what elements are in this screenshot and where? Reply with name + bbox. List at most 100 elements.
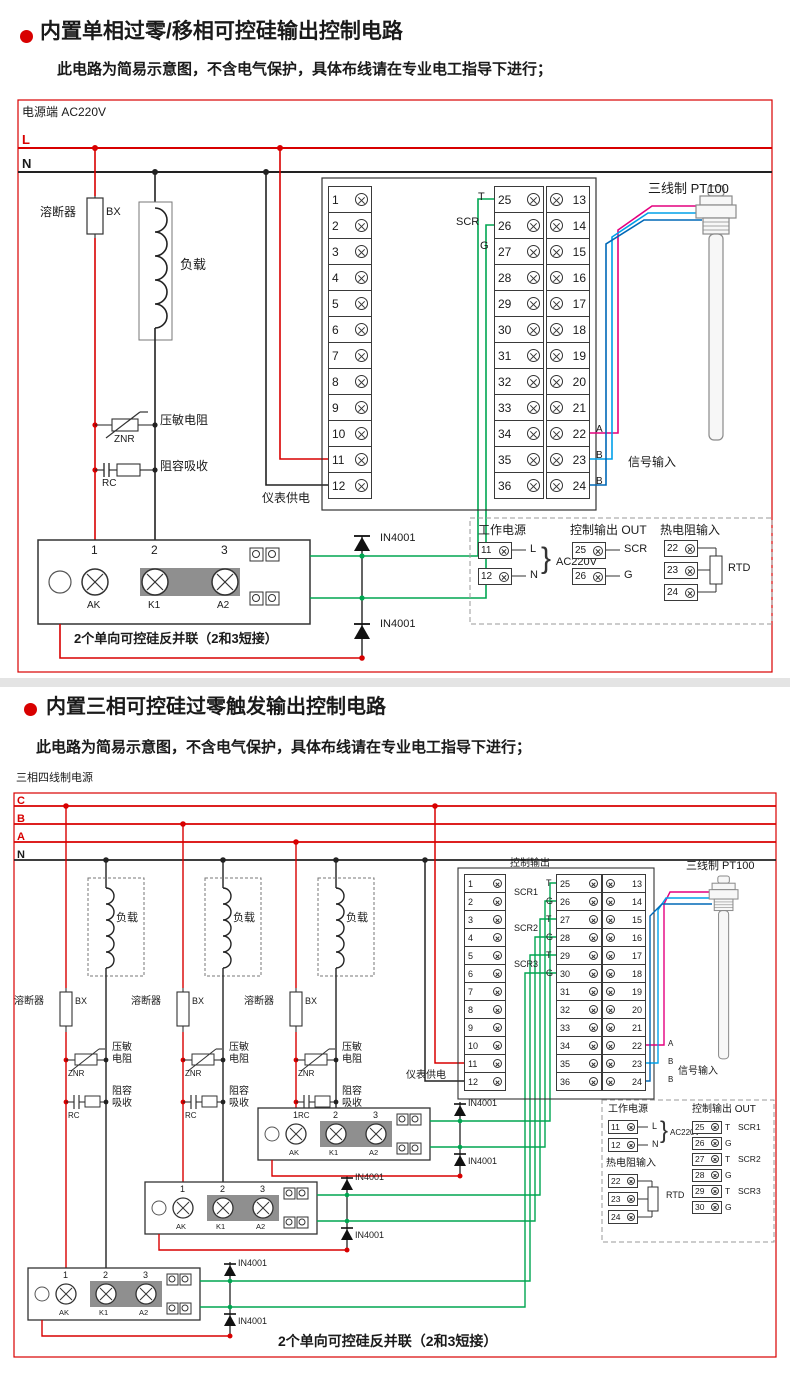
terminal-number: 25 [575, 545, 587, 556]
legend-terminal-11: 11 [608, 1120, 638, 1134]
varistor-label: 压敏电阻 [160, 413, 209, 427]
terminal-cell: 3 [328, 238, 372, 265]
screw-icon [606, 1059, 615, 1068]
terminal-number: 9 [468, 1022, 474, 1033]
terminal-number: 21 [572, 400, 586, 415]
screw-icon [355, 271, 368, 284]
screw-icon [627, 1195, 635, 1203]
control-output-wires [200, 882, 556, 1308]
legend-terminal-12: 12 [478, 568, 512, 585]
module-a2-label: A2 [217, 600, 230, 611]
terminal-cell: 19 [602, 982, 646, 1001]
terminal-cell: 15 [546, 238, 590, 265]
diode-label: IN4001 [468, 1156, 498, 1166]
screw-icon [606, 1077, 615, 1086]
signal-input-label: 信号输入 [678, 1066, 718, 1077]
screw-icon [527, 219, 540, 232]
terminal-cell: 11 [464, 1054, 506, 1073]
terminal-number: 22 [631, 1040, 642, 1051]
varistor-code-1: ZNR [68, 1069, 85, 1078]
terminal-number: 28 [560, 932, 571, 943]
control-output-wires [310, 198, 494, 599]
screw-icon [527, 193, 540, 206]
terminal-cell: 33 [556, 1018, 602, 1037]
legend-rtd-title: 热电阻输入 [606, 1158, 656, 1169]
terminal-number: 33 [498, 400, 512, 415]
terminal-cell: 7 [464, 982, 506, 1001]
terminal-cell: 4 [328, 264, 372, 291]
legend-terminal: 28 [692, 1168, 722, 1182]
terminal-number: 5 [468, 950, 474, 961]
terminal-cell: 21 [602, 1018, 646, 1037]
out-g-label: G [480, 240, 489, 252]
terminal-cell: 22 [546, 420, 590, 447]
module3-terminal-1: 1 [293, 1110, 299, 1120]
screw-icon [550, 479, 563, 492]
fuse-label: 溶断器 [40, 205, 77, 219]
out-label-g1: G [546, 896, 554, 906]
screw-icon [527, 245, 540, 258]
fuse-label-2: 溶断器 [131, 996, 161, 1007]
terminal-number: 24 [572, 478, 586, 493]
screw-icon [589, 1005, 598, 1014]
load-label: 负载 [180, 257, 207, 272]
screw-icon [355, 453, 368, 466]
line-n-label: N [17, 849, 25, 861]
diode-label: IN4001 [468, 1098, 498, 1108]
module1-terminal-1: 1 [63, 1270, 69, 1280]
out-scr-label: SCR [456, 216, 480, 228]
module-terminal-3: 3 [221, 543, 228, 557]
terminal-number: 11 [332, 452, 345, 467]
terminal-cell: 6 [464, 964, 506, 983]
legend-rtd-title: 热电阻输入 [660, 523, 721, 537]
terminal-number: 13 [572, 192, 586, 207]
signal-label: G [725, 1202, 732, 1212]
rc-label-2a: 阻容 [229, 1086, 249, 1097]
fuse-code-3: BX [305, 996, 318, 1006]
fuse-code: BX [106, 206, 121, 218]
load-label-3: 负载 [346, 912, 368, 924]
circuit-graphics-three-phase [13, 792, 777, 1358]
terminal-cell: 28 [556, 928, 602, 947]
branch-1 [59, 806, 145, 1268]
legend-terminal-24: 24 [664, 584, 698, 601]
module-terminal-1: 1 [91, 543, 98, 557]
terminal-number: 35 [498, 452, 512, 467]
out-t-label: T [478, 191, 485, 203]
terminal-cell: 5 [328, 290, 372, 317]
screw-icon [711, 1203, 719, 1211]
screw-icon [589, 1059, 598, 1068]
wire-b1-label: B [668, 1057, 674, 1066]
screw-icon [606, 987, 615, 996]
screw-icon [589, 987, 598, 996]
out-label-scr2: SCR2 [514, 923, 539, 933]
screw-icon [589, 1041, 598, 1050]
legend-terminal-26: 26 [572, 568, 606, 585]
rc-snubber-symbol [95, 463, 155, 477]
terminal-cell: 8 [464, 1000, 506, 1019]
terminal-number: 29 [695, 1186, 705, 1196]
scr-label: SCR3 [738, 1186, 761, 1196]
screw-icon [355, 479, 368, 492]
rc-code: RC [102, 478, 117, 489]
screw-icon [711, 1123, 719, 1131]
scr-module [37, 539, 311, 625]
legend-ac220v-label: AC220V [556, 556, 597, 568]
terminal-number: 5 [332, 296, 339, 311]
terminal-number: 26 [560, 896, 571, 907]
screw-icon [355, 245, 368, 258]
terminal-cell: 35 [494, 446, 544, 473]
terminal-number: 32 [498, 374, 512, 389]
section2-border [13, 792, 777, 1358]
module2-terminal-2: 2 [220, 1184, 226, 1194]
terminal-number: 23 [667, 565, 679, 576]
rc-label-1b: 吸收 [112, 1098, 132, 1109]
terminal-number: 4 [332, 270, 339, 285]
screw-icon [606, 897, 615, 906]
load-branch [138, 172, 173, 540]
out-label-g3: G [546, 968, 554, 978]
terminal-cell: 3 [464, 910, 506, 929]
module2-k1-label: K1 [216, 1222, 226, 1231]
terminal-number: 28 [695, 1170, 705, 1180]
module-k1-label: K1 [148, 600, 161, 611]
